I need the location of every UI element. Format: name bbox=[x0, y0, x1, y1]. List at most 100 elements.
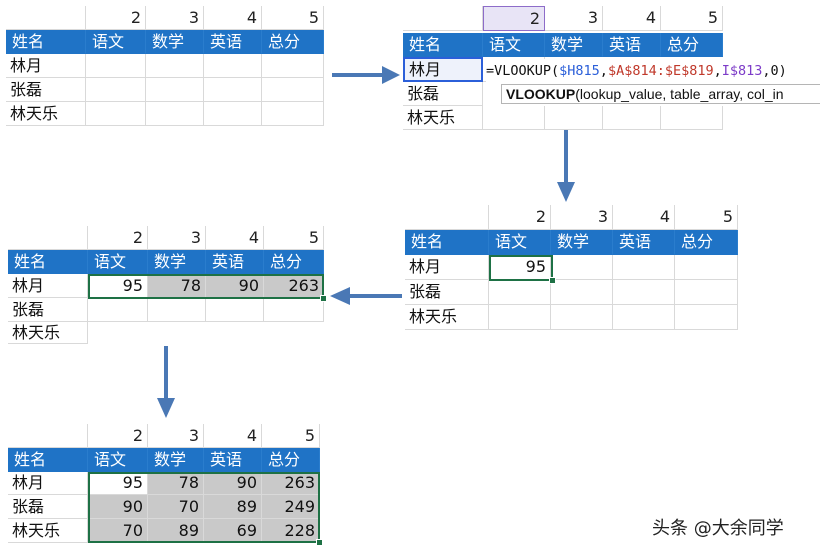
header-name[interactable]: 姓名 bbox=[403, 33, 483, 57]
score-cell[interactable]: 95 bbox=[88, 472, 148, 495]
score-cell[interactable]: 70 bbox=[88, 519, 148, 543]
empty-cell[interactable] bbox=[146, 78, 204, 102]
col-number[interactable]: 5 bbox=[264, 226, 324, 250]
empty-cell[interactable] bbox=[613, 280, 675, 305]
header-total[interactable]: 总分 bbox=[264, 250, 324, 274]
score-cell[interactable]: 249 bbox=[262, 495, 320, 519]
empty-cell[interactable] bbox=[551, 255, 613, 280]
name-cell[interactable]: 张磊 bbox=[403, 82, 483, 106]
formula-input[interactable]: =VLOOKUP( $H815 , $A$814:$E$819 , I$813 … bbox=[486, 59, 787, 83]
empty-cell[interactable] bbox=[603, 106, 661, 130]
corner-cell[interactable] bbox=[403, 6, 483, 31]
empty-cell[interactable] bbox=[204, 78, 262, 102]
header-chinese[interactable]: 语文 bbox=[483, 33, 545, 57]
score-cell[interactable]: 95 bbox=[88, 274, 148, 298]
tooltip-function-name[interactable]: VLOOKUP bbox=[506, 86, 576, 102]
empty-cell[interactable] bbox=[545, 106, 603, 130]
empty-cell[interactable] bbox=[86, 78, 146, 102]
header-english[interactable]: 英语 bbox=[613, 230, 675, 255]
score-cell[interactable]: 89 bbox=[204, 495, 262, 519]
empty-cell[interactable] bbox=[86, 102, 146, 126]
empty-cell[interactable] bbox=[551, 305, 613, 330]
empty-cell[interactable] bbox=[262, 54, 324, 78]
empty-cell[interactable] bbox=[613, 255, 675, 280]
empty-cell[interactable] bbox=[206, 298, 264, 322]
col-number[interactable]: 2 bbox=[489, 205, 551, 230]
empty-cell[interactable] bbox=[86, 54, 146, 78]
name-cell[interactable]: 林月 bbox=[8, 472, 88, 495]
name-cell[interactable]: 林月 bbox=[405, 255, 489, 280]
score-cell[interactable]: 263 bbox=[264, 274, 324, 298]
name-cell[interactable]: 林天乐 bbox=[6, 102, 86, 126]
header-name[interactable]: 姓名 bbox=[8, 448, 88, 472]
name-cell[interactable]: 林天乐 bbox=[403, 106, 483, 130]
score-cell[interactable]: 78 bbox=[148, 472, 204, 495]
corner-cell[interactable] bbox=[405, 205, 489, 230]
corner-cell[interactable] bbox=[8, 226, 88, 250]
score-cell[interactable]: 90 bbox=[206, 274, 264, 298]
name-cell[interactable]: 张磊 bbox=[8, 495, 88, 519]
score-cell[interactable]: 69 bbox=[204, 519, 262, 543]
empty-cell[interactable] bbox=[483, 106, 545, 130]
fill-handle[interactable] bbox=[549, 277, 556, 284]
empty-cell[interactable] bbox=[262, 102, 324, 126]
empty-cell[interactable] bbox=[264, 298, 324, 322]
empty-cell[interactable] bbox=[661, 106, 723, 130]
col-number[interactable]: 3 bbox=[148, 424, 204, 448]
col-number[interactable]: 2 bbox=[86, 6, 146, 30]
col-number[interactable]: 2 bbox=[88, 424, 148, 448]
header-total[interactable]: 总分 bbox=[661, 33, 723, 57]
header-total[interactable]: 总分 bbox=[262, 448, 320, 472]
header-chinese[interactable]: 语文 bbox=[88, 250, 148, 274]
col-number[interactable]: 4 bbox=[613, 205, 675, 230]
col-number[interactable]: 5 bbox=[675, 205, 738, 230]
score-cell[interactable]: 95 bbox=[489, 255, 551, 280]
header-name[interactable]: 姓名 bbox=[405, 230, 489, 255]
fill-handle[interactable] bbox=[320, 295, 327, 302]
header-total[interactable]: 总分 bbox=[675, 230, 738, 255]
empty-cell[interactable] bbox=[204, 102, 262, 126]
header-chinese[interactable]: 语文 bbox=[86, 30, 146, 54]
name-cell[interactable]: 林月 bbox=[8, 274, 88, 298]
score-cell[interactable]: 263 bbox=[262, 472, 320, 495]
empty-cell[interactable] bbox=[262, 78, 324, 102]
col-number[interactable]: 4 bbox=[204, 6, 262, 30]
name-cell[interactable]: 张磊 bbox=[405, 280, 489, 305]
empty-cell[interactable] bbox=[204, 54, 262, 78]
col-number[interactable]: 3 bbox=[551, 205, 613, 230]
header-english[interactable]: 英语 bbox=[603, 33, 661, 57]
header-math[interactable]: 数学 bbox=[551, 230, 613, 255]
header-english[interactable]: 英语 bbox=[204, 30, 262, 54]
empty-cell[interactable] bbox=[613, 305, 675, 330]
header-chinese[interactable]: 语文 bbox=[88, 448, 148, 472]
empty-cell[interactable] bbox=[146, 102, 204, 126]
score-cell[interactable]: 228 bbox=[262, 519, 320, 543]
col-number[interactable]: 4 bbox=[204, 424, 262, 448]
empty-cell[interactable] bbox=[146, 54, 204, 78]
header-math[interactable]: 数学 bbox=[545, 33, 603, 57]
score-cell[interactable]: 89 bbox=[148, 519, 204, 543]
name-cell[interactable]: 张磊 bbox=[6, 78, 86, 102]
corner-cell[interactable] bbox=[6, 6, 86, 30]
corner-cell[interactable] bbox=[8, 424, 88, 448]
score-cell[interactable]: 78 bbox=[148, 274, 206, 298]
header-english[interactable]: 英语 bbox=[204, 448, 262, 472]
col-number[interactable]: 3 bbox=[146, 6, 204, 30]
header-math[interactable]: 数学 bbox=[148, 448, 204, 472]
empty-cell[interactable] bbox=[551, 280, 613, 305]
empty-cell[interactable] bbox=[489, 305, 551, 330]
name-cell[interactable]: 林天乐 bbox=[8, 322, 88, 344]
empty-cell[interactable] bbox=[675, 305, 738, 330]
header-math[interactable]: 数学 bbox=[148, 250, 206, 274]
col-number[interactable]: 5 bbox=[262, 6, 324, 30]
empty-cell[interactable] bbox=[489, 280, 551, 305]
col-number[interactable]: 5 bbox=[661, 6, 723, 31]
header-name[interactable]: 姓名 bbox=[8, 250, 88, 274]
header-english[interactable]: 英语 bbox=[206, 250, 264, 274]
col-number[interactable]: 3 bbox=[545, 6, 603, 31]
empty-cell[interactable] bbox=[675, 255, 738, 280]
col-number[interactable]: 3 bbox=[148, 226, 206, 250]
col-number[interactable]: 4 bbox=[603, 6, 661, 31]
empty-cell[interactable] bbox=[88, 298, 148, 322]
name-cell-referenced[interactable]: 林月 bbox=[403, 57, 483, 82]
